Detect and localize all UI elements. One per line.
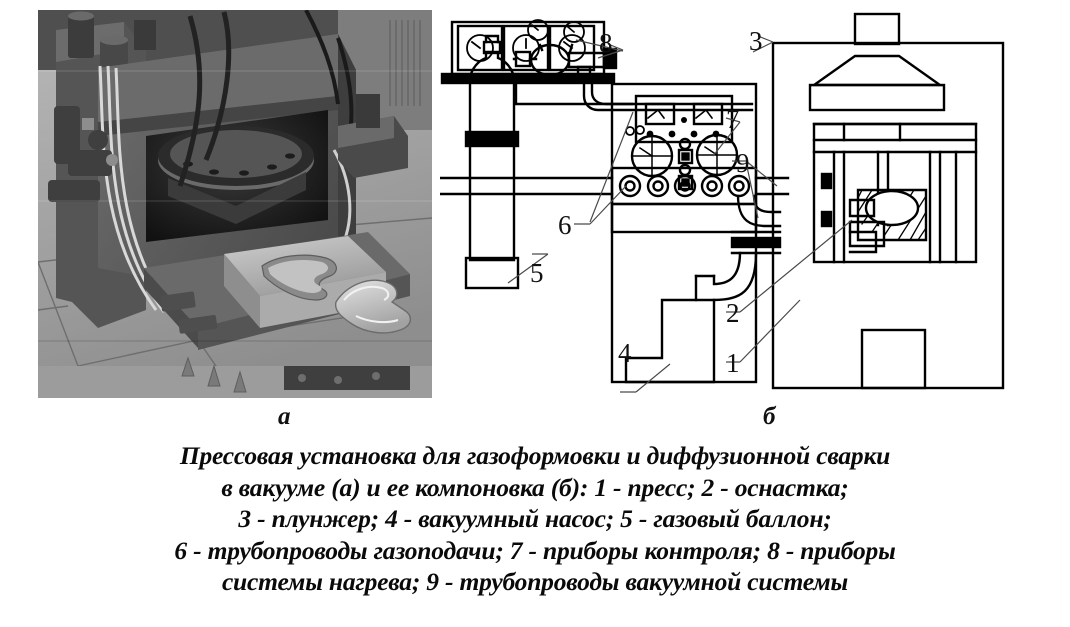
figure-caption: Прессовая установка для газоформовки и д…: [0, 440, 1070, 598]
tooling: [812, 122, 978, 264]
caption-line-3: 3 - плунжер; 4 - вакуумный насос; 5 - га…: [238, 504, 832, 533]
caption-line-2: в вакууме (а) и ее компоновка (б): 1 - п…: [221, 472, 849, 502]
callout-5: 5: [530, 258, 544, 288]
press-frame: [771, 12, 1005, 390]
callout-numbers: 8 3 7 9 6 5 4 2 1: [530, 26, 763, 378]
control-cabinet: [610, 82, 758, 384]
caption-line-5: системы нагрева; 9 - трубопроводы вакуум…: [221, 567, 849, 596]
subfigure-label-a: а: [278, 403, 291, 430]
callout-1: 1: [726, 348, 740, 378]
callout-9: 9: [736, 148, 750, 178]
callout-8: 8: [599, 28, 613, 58]
leader-lines: [507, 35, 853, 393]
callout-7: 7: [726, 104, 740, 134]
caption-line-1: Прессовая установка для газоформовки и д…: [179, 441, 891, 470]
callout-2: 2: [726, 298, 740, 328]
gas-supply-pipes: [582, 77, 754, 112]
press-photograph: [38, 10, 432, 398]
callout-4: 4: [618, 338, 632, 368]
vacuum-pump: [624, 298, 716, 384]
plunger: [808, 12, 946, 112]
subfigure-label-b: б: [763, 403, 776, 430]
callout-3: 3: [749, 26, 763, 56]
vacuum-pipelines: [440, 176, 790, 302]
layout-schematic: 8 3 7 9 6 5 4 2 1: [440, 0, 1070, 400]
caption-line-4: 6 - трубопроводы газоподачи; 7 - приборы…: [174, 535, 896, 565]
callout-6: 6: [558, 210, 572, 240]
